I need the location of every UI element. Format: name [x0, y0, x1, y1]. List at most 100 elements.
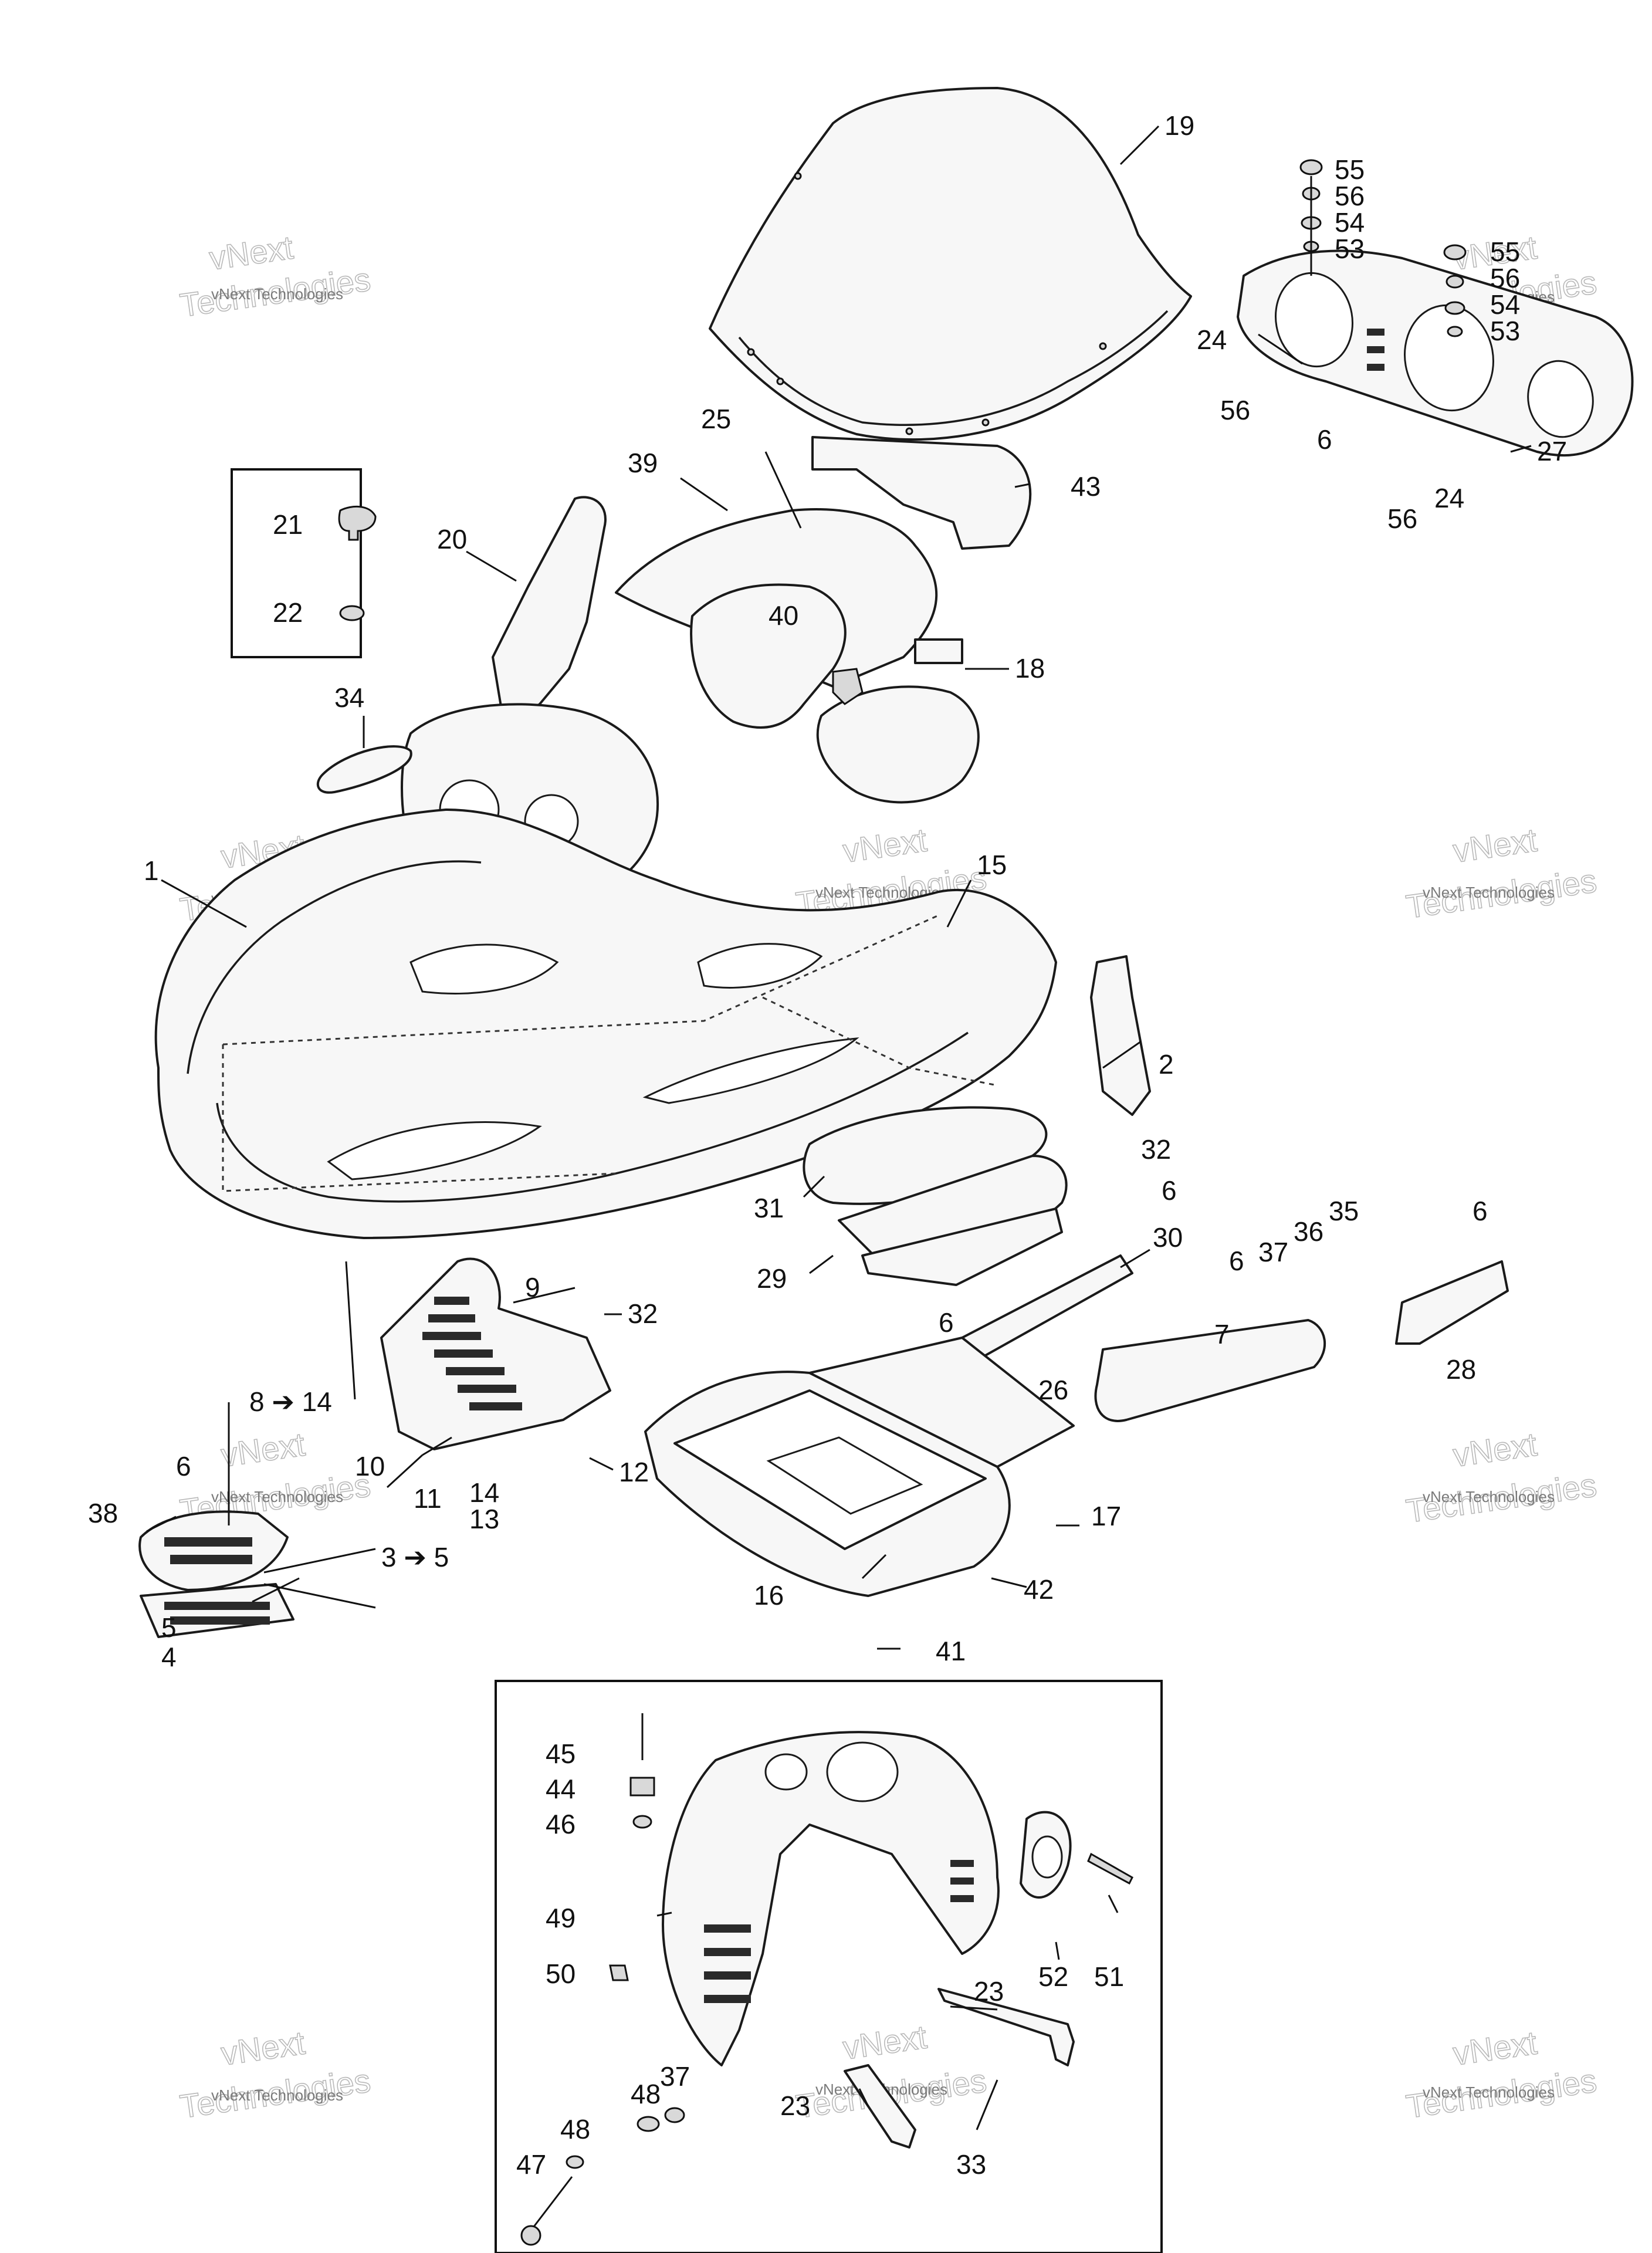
watermark-bottom-left: vNext Technologies vNext Technologies	[177, 2024, 373, 2126]
callout-49: 49	[546, 1903, 576, 1933]
leader-lines	[146, 125, 1532, 2130]
callout-56-c: 56	[1220, 395, 1250, 425]
callout-labels: 1 2 3 ➔ 5 4 5 6 6 6 6 6 6 7 8 ➔ 14 9 10 …	[88, 110, 1567, 2180]
inner-liner	[662, 1731, 1000, 2066]
callout-18: 18	[1015, 653, 1045, 684]
callout-6-a: 6	[176, 1451, 191, 1481]
watermark-text: vNext Technologies	[211, 1488, 343, 1506]
watermark-text: vNext Technologies	[1423, 884, 1555, 901]
callout-5: 5	[161, 1612, 177, 1643]
callout-55-b: 55	[1490, 236, 1520, 267]
callout-42: 42	[1024, 1574, 1054, 1605]
callout-6-b: 6	[1162, 1175, 1177, 1206]
callout-33: 33	[956, 2149, 986, 2180]
callout-20: 20	[437, 524, 467, 554]
callout-24-b: 24	[1434, 483, 1464, 513]
windshield	[709, 87, 1192, 441]
callout-17: 17	[1091, 1501, 1121, 1531]
callout-37-b: 37	[660, 2061, 690, 2092]
watermark-bottom-right: vNext Technologies vNext Technologies	[1403, 2024, 1599, 2126]
detail-box-liner	[495, 1680, 1163, 2253]
callout-8-14: 8 ➔ 14	[249, 1386, 332, 1417]
callout-47: 47	[516, 2149, 546, 2180]
main-body-shell	[154, 808, 1057, 1239]
callout-28: 28	[1446, 1354, 1476, 1385]
callout-3-5: 3 ➔ 5	[381, 1542, 449, 1572]
callout-54-b: 54	[1490, 289, 1520, 320]
callout-2: 2	[1159, 1049, 1174, 1080]
callout-30: 30	[1153, 1222, 1183, 1253]
callout-23-b: 23	[780, 2090, 810, 2121]
callout-24-a: 24	[1197, 324, 1227, 355]
callout-41: 41	[936, 1636, 966, 1666]
callout-34: 34	[334, 682, 364, 713]
callout-14: 14	[469, 1477, 499, 1508]
callout-26: 26	[1038, 1375, 1068, 1405]
watermark-top-left: vNext Technologies vNext Technologies	[177, 228, 373, 324]
callout-54-a: 54	[1335, 207, 1365, 238]
callout-11: 11	[414, 1483, 442, 1514]
watermark-logo: vNext	[841, 821, 929, 870]
watermark-logo: vNext	[1451, 1426, 1539, 1474]
watermark-logo: vNext	[841, 2018, 929, 2066]
callout-1: 1	[144, 855, 159, 886]
callout-29: 29	[757, 1263, 787, 1294]
hardware-stack-right	[1443, 244, 1467, 337]
washer	[339, 605, 365, 621]
side-trim	[1090, 955, 1151, 1116]
callout-52: 52	[1038, 1961, 1068, 1992]
callout-6-e: 6	[939, 1307, 954, 1338]
callout-9: 9	[525, 1272, 540, 1303]
watermark-low-right: vNext Technologies vNext Technologies	[1403, 1425, 1599, 1530]
storage-bin	[644, 1337, 1075, 1597]
watermark-logo: vNext	[1451, 821, 1539, 870]
watermark-text: vNext Technologies	[1423, 1488, 1555, 1506]
callout-44: 44	[546, 1774, 576, 1804]
windshield-seal	[811, 436, 1032, 550]
callout-32-a: 32	[1141, 1134, 1171, 1165]
strap-bracket-upper	[937, 1988, 1075, 2066]
callout-15: 15	[977, 850, 1007, 880]
mounting-plate	[1395, 1260, 1509, 1345]
cable-tie	[1087, 1852, 1133, 1885]
callout-46: 46	[546, 1809, 576, 1839]
callout-36: 36	[1294, 1216, 1323, 1247]
callout-4: 4	[161, 1642, 177, 1672]
callout-23-a: 23	[974, 1976, 1004, 2007]
callout-16: 16	[754, 1580, 784, 1611]
grommet-stack	[629, 1713, 655, 1829]
callout-48-b: 48	[631, 2079, 661, 2109]
detail-box-rivet	[231, 468, 362, 658]
callout-6-d: 6	[1229, 1246, 1244, 1276]
callout-13: 13	[469, 1504, 499, 1534]
watermark-logo: vNext	[219, 1426, 307, 1474]
watermark-logo: vNext	[219, 2024, 307, 2072]
callout-7: 7	[1214, 1319, 1230, 1349]
callout-51: 51	[1094, 1961, 1124, 1992]
callout-35: 35	[1329, 1196, 1359, 1226]
callout-56-d: 56	[1387, 503, 1417, 534]
fastener-stack-bottom	[520, 2107, 685, 2246]
watermark-logo: vNext	[1451, 2024, 1539, 2072]
callout-56-a: 56	[1335, 181, 1365, 211]
callout-50: 50	[546, 1958, 576, 1989]
callout-43: 43	[1071, 471, 1101, 502]
gauge-panel	[1237, 249, 1634, 456]
callout-22: 22	[273, 597, 303, 628]
hood-latch	[832, 668, 864, 705]
callout-6-c: 6	[1472, 1196, 1488, 1226]
callout-21: 21	[273, 509, 303, 540]
callout-12: 12	[619, 1457, 649, 1487]
vent-panel	[380, 1257, 611, 1450]
console-hood	[615, 508, 980, 804]
rear-bumper	[1094, 1319, 1326, 1422]
watermark-text: vNext Technologies	[211, 2086, 343, 2104]
strap-bracket-lower	[844, 2064, 916, 2149]
step-assembly	[138, 1510, 294, 1638]
callout-53-b: 53	[1490, 316, 1520, 346]
callout-38: 38	[88, 1498, 118, 1528]
hardware-stack-left	[1299, 159, 1323, 276]
gasket-strip	[914, 638, 963, 664]
grab-handle	[316, 745, 412, 794]
callout-32-b: 32	[628, 1298, 658, 1329]
